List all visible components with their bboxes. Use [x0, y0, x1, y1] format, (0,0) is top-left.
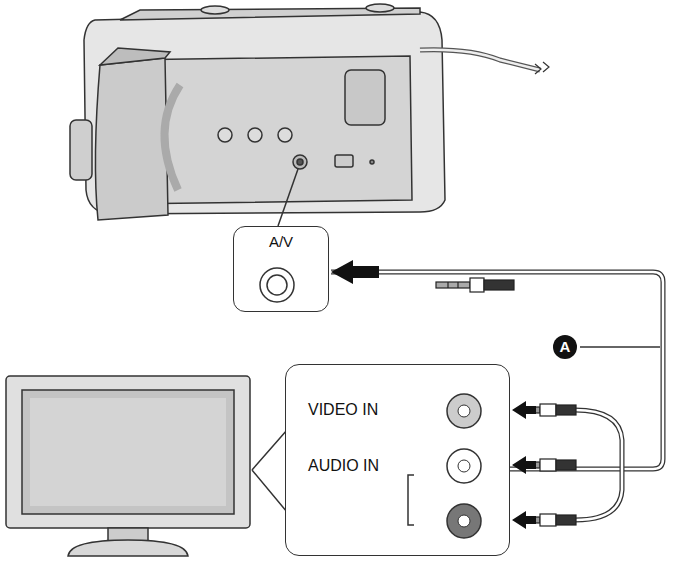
insert-arrows: [512, 401, 536, 529]
television: [6, 376, 250, 556]
av-plug: [436, 278, 514, 292]
leader-line: [580, 346, 660, 348]
cable: [575, 410, 622, 520]
port-label: VIDEO IN: [308, 401, 378, 419]
rca-plugs: [530, 404, 576, 526]
inset-box: A/V: [233, 226, 329, 312]
callout-circle: A: [553, 335, 577, 359]
port-label: A/V: [234, 233, 328, 250]
callout-letter: A: [553, 338, 577, 355]
port-label: AUDIO IN: [308, 457, 379, 475]
cable: [575, 410, 622, 520]
camcorder: [70, 4, 549, 220]
inset-box: VIDEO IN AUDIO IN: [285, 364, 510, 556]
leader-line: [252, 430, 287, 512]
leader-line: [278, 169, 298, 226]
